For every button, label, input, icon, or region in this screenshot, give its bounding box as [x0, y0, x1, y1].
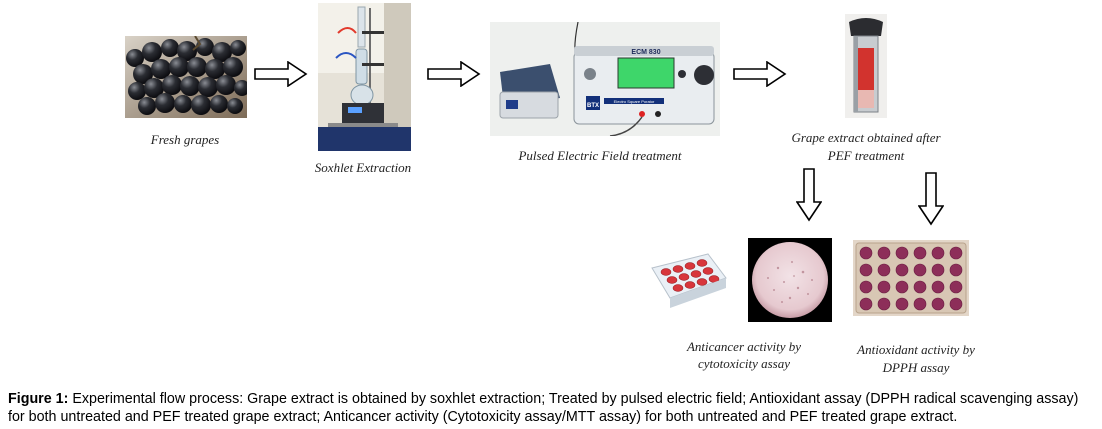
label-anticancer-line2: cytotoxicity assay — [697, 356, 791, 371]
figure-caption: Figure 1: Experimental flow process: Gra… — [8, 390, 1096, 426]
arrow-down-icon — [918, 172, 944, 226]
arrow-down-icon — [796, 168, 822, 222]
label-soxhlet: Soxhlet Extraction — [314, 160, 412, 175]
arrow-right-icon — [254, 61, 308, 87]
label-anticancer-line1: Anticancer activity by — [686, 339, 802, 354]
label-fresh-grapes: Fresh grapes — [150, 132, 220, 147]
label-pef: Pulsed Electric Field treatment — [518, 148, 682, 163]
device-subtitle-text: Electro Square Porator — [614, 99, 655, 104]
dpph-plate-image — [853, 240, 969, 316]
cuvette-image — [845, 14, 887, 118]
device-brand-text: BTX — [587, 103, 599, 109]
label-extract-line1: Grape extract obtained after — [791, 130, 941, 145]
soxhlet-apparatus-image — [318, 3, 411, 151]
grapes-image — [125, 36, 247, 118]
label-extract-line2: PEF treatment — [827, 148, 905, 163]
device-model-text: ECM 830 — [631, 49, 660, 56]
label-antioxidant-line1: Antioxidant activity by — [857, 342, 975, 357]
label-antioxidant-line2: DPPH assay — [882, 360, 950, 375]
arrow-right-icon — [427, 61, 481, 87]
microscope-view-image — [748, 238, 832, 322]
caption-prefix: Figure 1: — [8, 391, 69, 407]
arrow-right-icon — [733, 61, 787, 87]
cell-culture-plate-image — [648, 248, 728, 314]
caption-text: Experimental flow process: Grape extract… — [8, 391, 1079, 425]
pef-device-image: ECM 830 BTX Electro Square Porator — [490, 22, 720, 136]
